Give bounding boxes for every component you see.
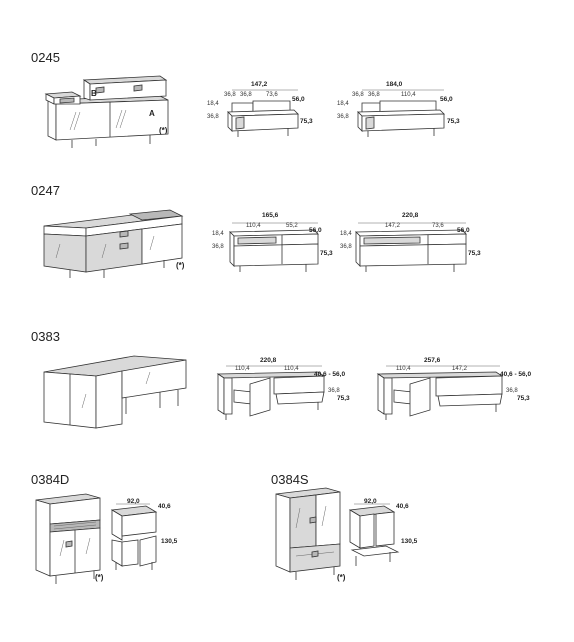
depth-0384s: 40,6 — [396, 503, 409, 510]
width-b-0383-2: 147,2 — [452, 366, 468, 372]
width-b-0383-1: 110,4 — [284, 366, 299, 372]
height-0383-2: 75,3 — [517, 395, 530, 402]
width-a-0247-1: 110,4 — [246, 223, 261, 229]
width-total-0247-2: 220,8 — [402, 212, 419, 219]
depth-0383-1: 40,6 - 56,0 — [314, 371, 345, 378]
height-0247-1: 75,3 — [320, 250, 333, 257]
cabinet-0384s-perspective — [275, 487, 341, 580]
asterisk-note-0384d: (*) — [95, 573, 104, 582]
width-b-0245-2: 36,8 — [368, 92, 380, 98]
tag-b-0245: B — [91, 89, 97, 98]
height-low-0247-1: 36,8 — [212, 244, 224, 250]
cabinet-0384d-dimension-drawing — [110, 503, 158, 570]
width-a-0247-2: 147,2 — [385, 223, 401, 229]
width-a-0383-1: 110,4 — [235, 366, 250, 372]
product-code-0383: 0383 — [31, 329, 60, 344]
width-total-0247-1: 165,6 — [262, 212, 279, 219]
width-a-0383-2: 110,4 — [396, 366, 411, 372]
sideboard-0383-perspective — [43, 355, 187, 429]
height-top-0247-2: 18,4 — [340, 231, 352, 237]
depth-0245-1: 56,0 — [292, 96, 305, 103]
cabinet-0384s-dimension-drawing — [348, 503, 400, 566]
width-total-0245-2: 184,0 — [386, 81, 403, 88]
height-0245-2: 75,3 — [447, 118, 460, 125]
product-code-0247: 0247 — [31, 183, 60, 198]
width-0384s: 92,0 — [364, 498, 377, 505]
depth-0245-2: 56,0 — [440, 96, 453, 103]
width-total-0383-1: 220,8 — [260, 357, 277, 364]
depth-0383-2: 40,6 - 56,0 — [500, 371, 531, 378]
height-low-0245-2: 36,8 — [337, 114, 349, 120]
asterisk-note-0245: (*) — [159, 126, 168, 135]
height-0245-1: 75,3 — [300, 118, 313, 125]
height-low-0247-2: 36,8 — [340, 244, 352, 250]
height-0383-1: 75,3 — [337, 395, 350, 402]
sideboard-0383-dimension-drawing-1 — [216, 365, 326, 420]
tag-a-0245: A — [149, 109, 155, 118]
depth-0384d: 40,6 — [158, 503, 171, 510]
width-b-0247-1: 55,2 — [286, 223, 298, 229]
width-a-0245-2: 36,8 — [352, 92, 364, 98]
width-total-0245-1: 147,2 — [251, 81, 268, 88]
height-top-0247-1: 18,4 — [212, 231, 224, 237]
width-c-0245-2: 110,4 — [401, 92, 416, 98]
height-top-0245-1: 18,4 — [207, 101, 219, 107]
sideboard-0247-dimension-drawing-2 — [355, 222, 467, 272]
width-c-0245-1: 73,6 — [266, 92, 278, 98]
height-low-0383-1: 36,8 — [328, 388, 340, 394]
sideboard-0383-dimension-drawing-2 — [376, 365, 504, 420]
product-code-0245: 0245 — [31, 50, 60, 65]
cabinet-0384d-perspective — [35, 493, 101, 584]
width-b-0245-1: 36,8 — [240, 92, 252, 98]
product-code-0384d: 0384D — [31, 472, 70, 487]
width-b-0247-2: 73,6 — [432, 223, 444, 229]
sideboard-0247-dimension-drawing-1 — [229, 222, 319, 272]
sideboard-0247-perspective — [43, 209, 184, 278]
depth-0247-1: 56,0 — [309, 227, 322, 234]
height-0247-2: 75,3 — [468, 250, 481, 257]
width-0384d: 92,0 — [127, 498, 140, 505]
height-0384s: 130,5 — [401, 538, 418, 545]
asterisk-note-0247: (*) — [176, 261, 185, 270]
sideboard-0245-dimension-drawing-2 — [357, 89, 445, 137]
sideboard-0245-perspective — [44, 75, 169, 148]
height-low-0245-1: 36,8 — [207, 114, 219, 120]
depth-0247-2: 56,0 — [457, 227, 470, 234]
width-total-0383-2: 257,6 — [424, 357, 441, 364]
height-low-0383-2: 36,8 — [506, 388, 518, 394]
height-top-0245-2: 18,4 — [337, 101, 349, 107]
sideboard-0245-dimension-drawing-1 — [227, 89, 299, 137]
width-a-0245-1: 36,8 — [224, 92, 236, 98]
height-0384d: 130,5 — [161, 538, 178, 545]
product-code-0384s: 0384S — [271, 472, 309, 487]
asterisk-note-0384s: (*) — [337, 573, 346, 582]
